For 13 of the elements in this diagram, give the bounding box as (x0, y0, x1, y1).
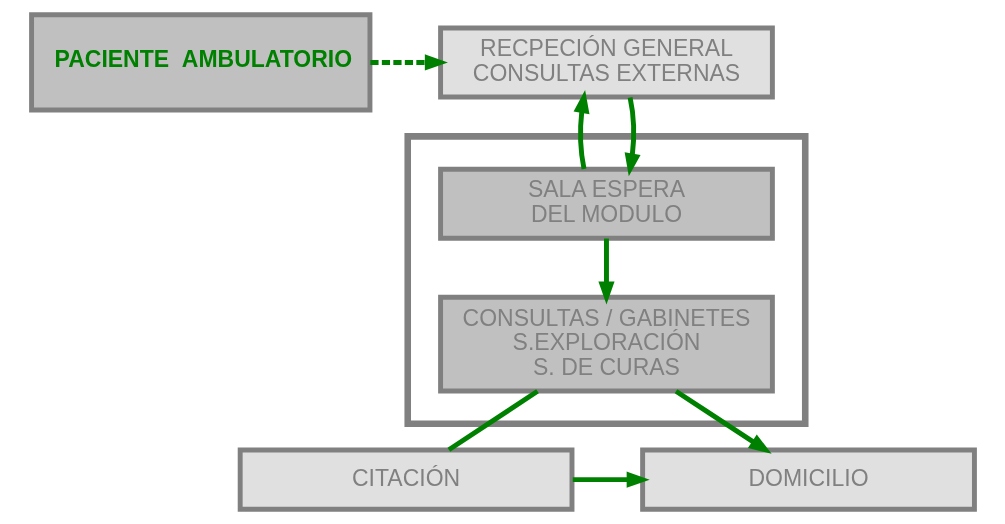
arrow (572, 471, 650, 488)
arrow (573, 90, 589, 170)
node-box: DOMICILIO (639, 447, 977, 512)
arrow (597, 238, 615, 305)
node-box: SALA ESPERA DEL MODULO (437, 166, 775, 241)
cluster (403, 133, 809, 428)
arrow (369, 54, 448, 71)
node-box: PACIENTE AMBULATORIO (28, 12, 372, 113)
node-box: CONSULTAS / GABINETES S.EXPLORACIÓN S. DE CURAS (437, 294, 775, 394)
node-box: RECPECIÓN GENERAL CONSULTAS EXTERNAS (437, 25, 775, 100)
arrow (674, 389, 772, 454)
arrow (624, 96, 641, 177)
node-box: CITACIÓN (237, 447, 574, 512)
